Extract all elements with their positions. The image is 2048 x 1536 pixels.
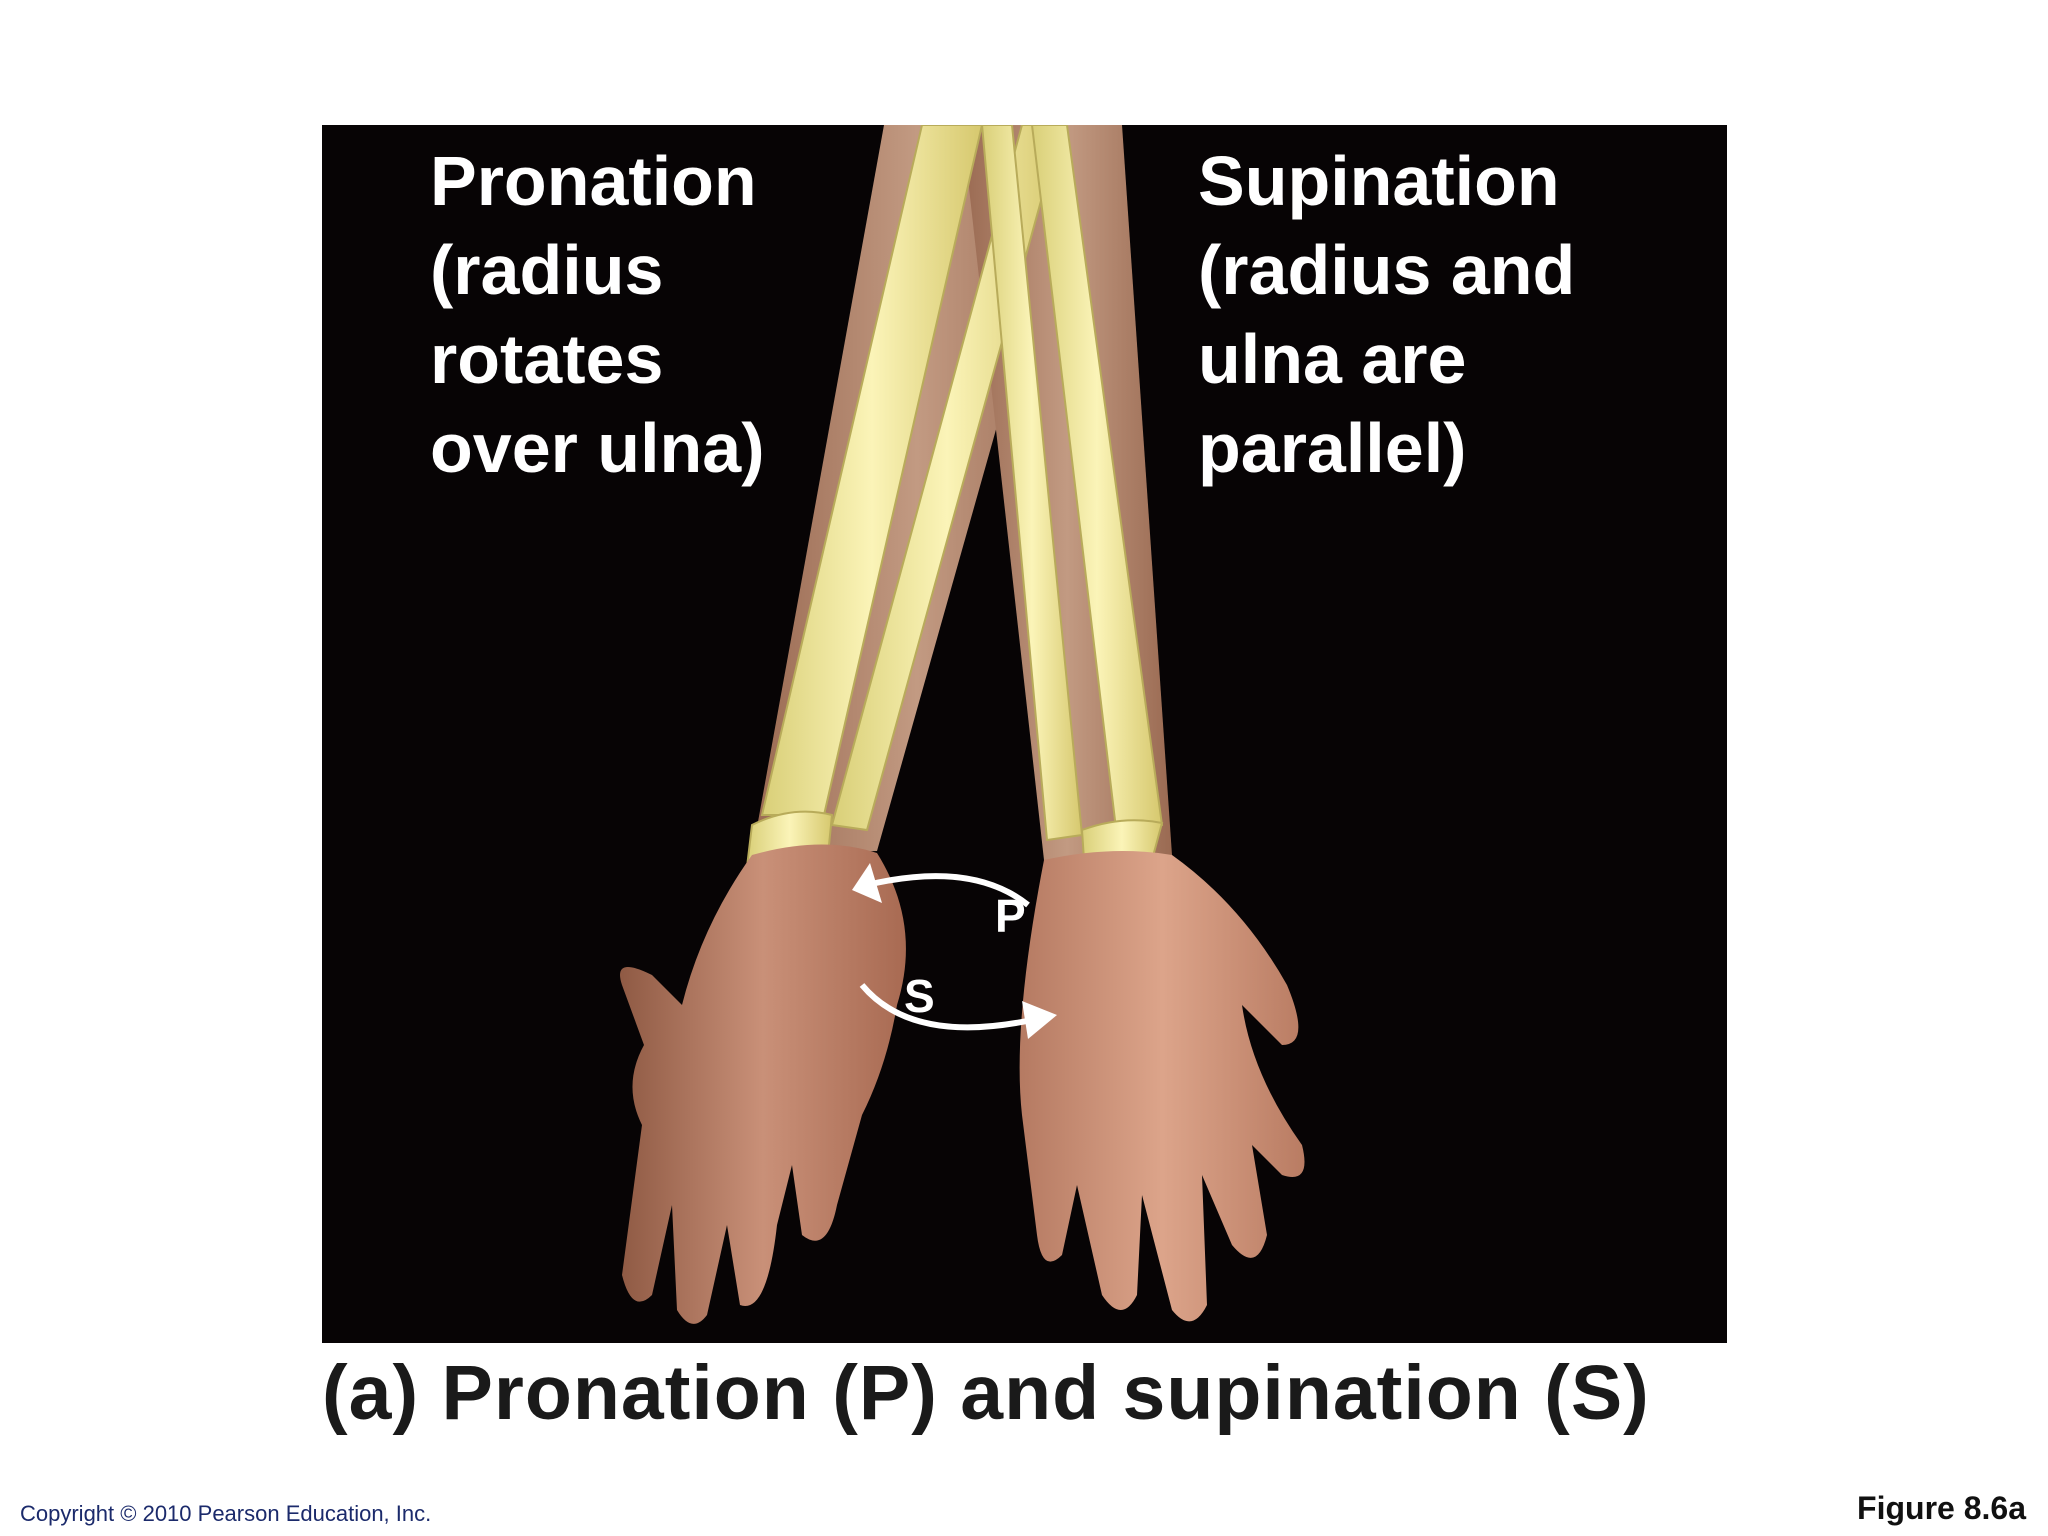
forearm-photo-panel: Pronation (radius rotates over ulna) Sup… [322, 125, 1727, 1343]
pronation-arrowhead [852, 863, 882, 903]
pronation-label: Pronation (radius rotates over ulna) [430, 142, 765, 487]
supination-arrow-label: S [904, 970, 935, 1022]
forearm-illustration [620, 125, 1305, 1324]
supination-label: Supination (radius and ulna are parallel… [1198, 142, 1576, 487]
figure-number: Figure 8.6a [1857, 1490, 2026, 1526]
pronation-arrow-label: P [995, 890, 1026, 942]
right-hand-supinated [1019, 851, 1305, 1322]
figure-caption: (a) Pronation (P) and supination (S) [322, 1350, 1650, 1436]
left-hand-pronated [620, 844, 906, 1324]
pronation-arrow [866, 873, 1030, 908]
supination-arrowhead [1022, 1001, 1057, 1039]
supination-arrow [859, 983, 1033, 1031]
copyright-notice: Copyright © 2010 Pearson Education, Inc. [20, 1501, 432, 1526]
